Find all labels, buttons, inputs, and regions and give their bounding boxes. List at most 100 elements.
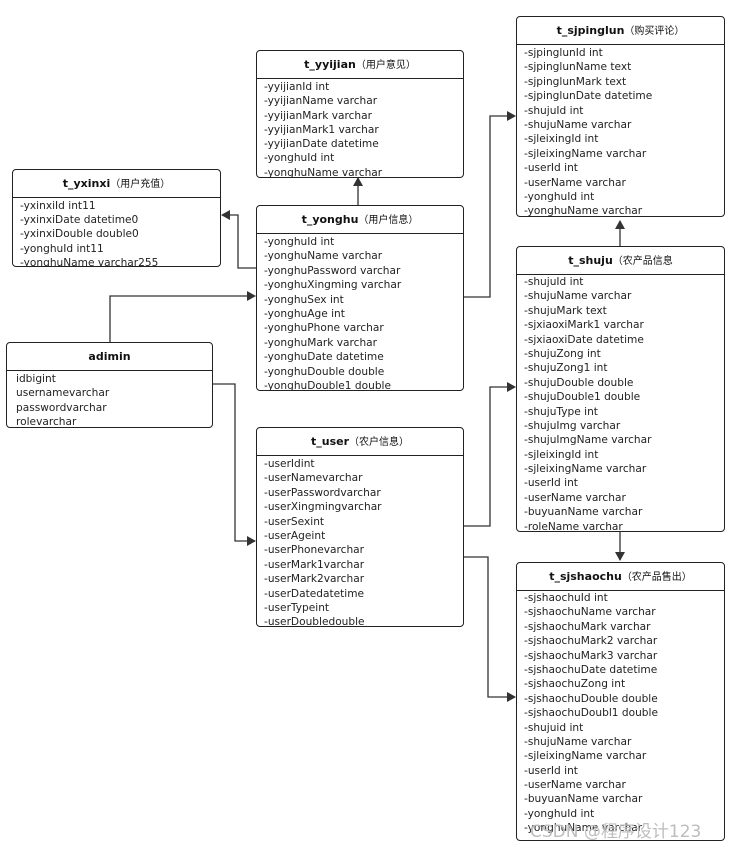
field-row: -shujuName varchar [524, 290, 632, 303]
field-row: -yonghuDouble double [264, 365, 385, 378]
table-header: t_yxinxi（用户充值） [13, 170, 220, 198]
field-row: -userPhonevarchar [264, 544, 365, 557]
field-row: idbigint [16, 373, 56, 385]
field-row: -shujuMark text [524, 304, 607, 317]
table-t-sjpinglun[interactable]: t_sjpinglun（购买评论） -sjpinglunId int-sjpin… [516, 16, 725, 217]
field-row: -sjpinglunName text [524, 61, 632, 74]
field-row: -userNamevarchar [264, 472, 363, 485]
table-t-yonghu[interactable]: t_yonghu（用户信息） -yonghuId int -yonghuName … [256, 205, 464, 391]
field-row: -userName varchar [524, 491, 626, 504]
field-row: -userSexint [264, 515, 325, 528]
field-row: -userMark2varchar [264, 573, 365, 586]
field-row: -shujuid int [524, 721, 584, 734]
table-t-yxinxi[interactable]: t_yxinxi（用户充值） -yxinxiId int11 -yxinxiDat… [12, 169, 221, 267]
field-row: -yyijianDate datetime [264, 138, 379, 151]
field-row: -sjpinglunMark text [524, 75, 627, 88]
field-row: -userXingmingvarchar [264, 501, 382, 514]
field-row: -shujuDouble double [524, 376, 634, 389]
field-row: -yonghuId int [264, 236, 335, 248]
table-header: t_yyijian（用户意见） [257, 51, 463, 79]
table-comment: （农产品信息 [612, 256, 673, 267]
field-row: -userDoubledouble [264, 616, 365, 627]
watermark: CSDN @程序设计123 [530, 822, 702, 842]
field-row: -userAgeint [264, 529, 326, 542]
table-name: t_yyijian [304, 58, 356, 71]
field-row: -sjshaochuDate datetime [524, 663, 658, 676]
table-t-shuju[interactable]: t_shuju（农产品信息 -shujuId int -shujuName var… [516, 246, 725, 532]
field-row: -shujuImg varchar [524, 419, 621, 432]
link-adimin-to-yonghu [109, 291, 256, 344]
field-row: -sjshaochuDoubl1 double [524, 707, 658, 720]
field-row: usernamevarchar [16, 387, 110, 400]
field-row: -yonghuName varchar255 [20, 256, 159, 267]
field-row: -shujuId int [524, 276, 584, 288]
field-row: -sjleixingName varchar [524, 147, 647, 160]
field-row: -yonghuName varchar [264, 166, 383, 178]
link-yonghu-to-yxinxi [221, 210, 257, 269]
field-row: -sjshaochuZong int [524, 678, 626, 691]
field-row: -shujuName varchar [524, 735, 632, 748]
table-t-sjshaochu[interactable]: t_sjshaochu（农产品售出） -sjshaochuId int-sjsh… [516, 562, 725, 841]
field-list: -userIdint-userNamevarchar-userPasswordv… [257, 456, 463, 627]
field-row: -yonghuDate datetime [264, 351, 384, 364]
field-row: rolevarchar [16, 416, 77, 428]
field-row: -shujuId int [524, 104, 584, 117]
field-row: -userIdint [264, 458, 315, 470]
field-row: -yonghuAge int [264, 307, 345, 320]
field-row: -yonghuName varchar [264, 250, 383, 263]
field-row: -yxinxiId int11 [20, 200, 96, 212]
table-header: adimin [7, 343, 212, 371]
field-row: -yonghuName varchar [524, 822, 643, 835]
field-row: -userName varchar [524, 176, 626, 189]
field-row: -yonghuName varchar [524, 205, 643, 217]
field-row: -sjleixingName varchar [524, 750, 647, 763]
field-list: -shujuId int -shujuName varchar-shujuMark… [517, 275, 724, 531]
field-list: -sjpinglunId int-sjpinglunName text-sjpi… [517, 45, 724, 217]
table-name: t_yonghu [301, 213, 359, 226]
field-row: -userTypeint [264, 601, 330, 614]
table-name: t_sjshaochu [549, 570, 622, 583]
field-row: -buyuanName varchar [524, 793, 643, 806]
table-comment: （农户信息） [349, 437, 410, 448]
field-row: -yyijianMark1 varchar [264, 123, 379, 136]
field-row: -yyijianName varchar [264, 95, 378, 108]
field-row: -sjshaochuDouble double [524, 692, 658, 705]
field-row: -sjshaochuMark varchar [524, 620, 651, 633]
field-list: -yonghuId int-yonghuName varchar-yonghuP… [257, 234, 463, 391]
table-t-yyijian[interactable]: t_yyijian（用户意见） -yyijianId int -yyijianNa… [256, 50, 464, 178]
field-row: -yonghuId int [524, 807, 595, 820]
field-row: -shujuDouble1 double [524, 391, 641, 404]
field-row: -yyijianId int [264, 81, 330, 93]
link-user-to-sjshaochu [464, 556, 516, 702]
field-row: -shujuZong int [524, 347, 601, 360]
field-row: -userDatedatetime [264, 587, 365, 600]
field-row: -yonghuPhone varchar [264, 322, 384, 335]
field-row: -yxinxiDouble double0 [20, 228, 139, 241]
field-row: -sjshaochuMark3 varchar [524, 649, 658, 662]
field-list: -yxinxiId int11 -yxinxiDate datetime0-yxi… [13, 198, 220, 267]
field-row: -sjshaochuName varchar [524, 606, 656, 619]
field-row: -yonghuSex int [264, 293, 344, 306]
table-header: t_yonghu（用户信息） [257, 206, 463, 234]
table-comment: （用户意见） [355, 60, 416, 71]
field-row: -yonghuId int [264, 152, 335, 165]
field-row: -yonghuMark varchar [264, 336, 378, 349]
table-t-user[interactable]: t_user（农户信息） -userIdint -userNamevarchar -… [256, 427, 464, 627]
field-row: -yonghuPassword varchar [264, 264, 401, 277]
field-row: -yonghuXingming varchar [264, 279, 402, 292]
field-row: -sjleixingId int [524, 133, 599, 146]
field-row: -shujuImgName varchar [524, 434, 652, 447]
field-row: -userId int [524, 162, 578, 175]
field-list: -sjshaochuId int-sjshaochuName varchar-s… [517, 591, 724, 836]
table-header: t_shuju（农产品信息 [517, 247, 724, 275]
field-row: -shujuZong1 int [524, 362, 608, 375]
field-row: -yonghuId int11 [20, 242, 104, 255]
table-name: t_user [310, 435, 350, 448]
field-row: -yyijianMark varchar [264, 109, 372, 122]
field-row: -sjxiaoxiMark1 varchar [524, 319, 644, 332]
field-row: -yonghuDouble1 double [264, 379, 392, 391]
field-list: -yyijianId int-yyijianName varchar-yyiji… [257, 79, 463, 178]
field-row: -yxinxiDate datetime0 [20, 214, 139, 227]
